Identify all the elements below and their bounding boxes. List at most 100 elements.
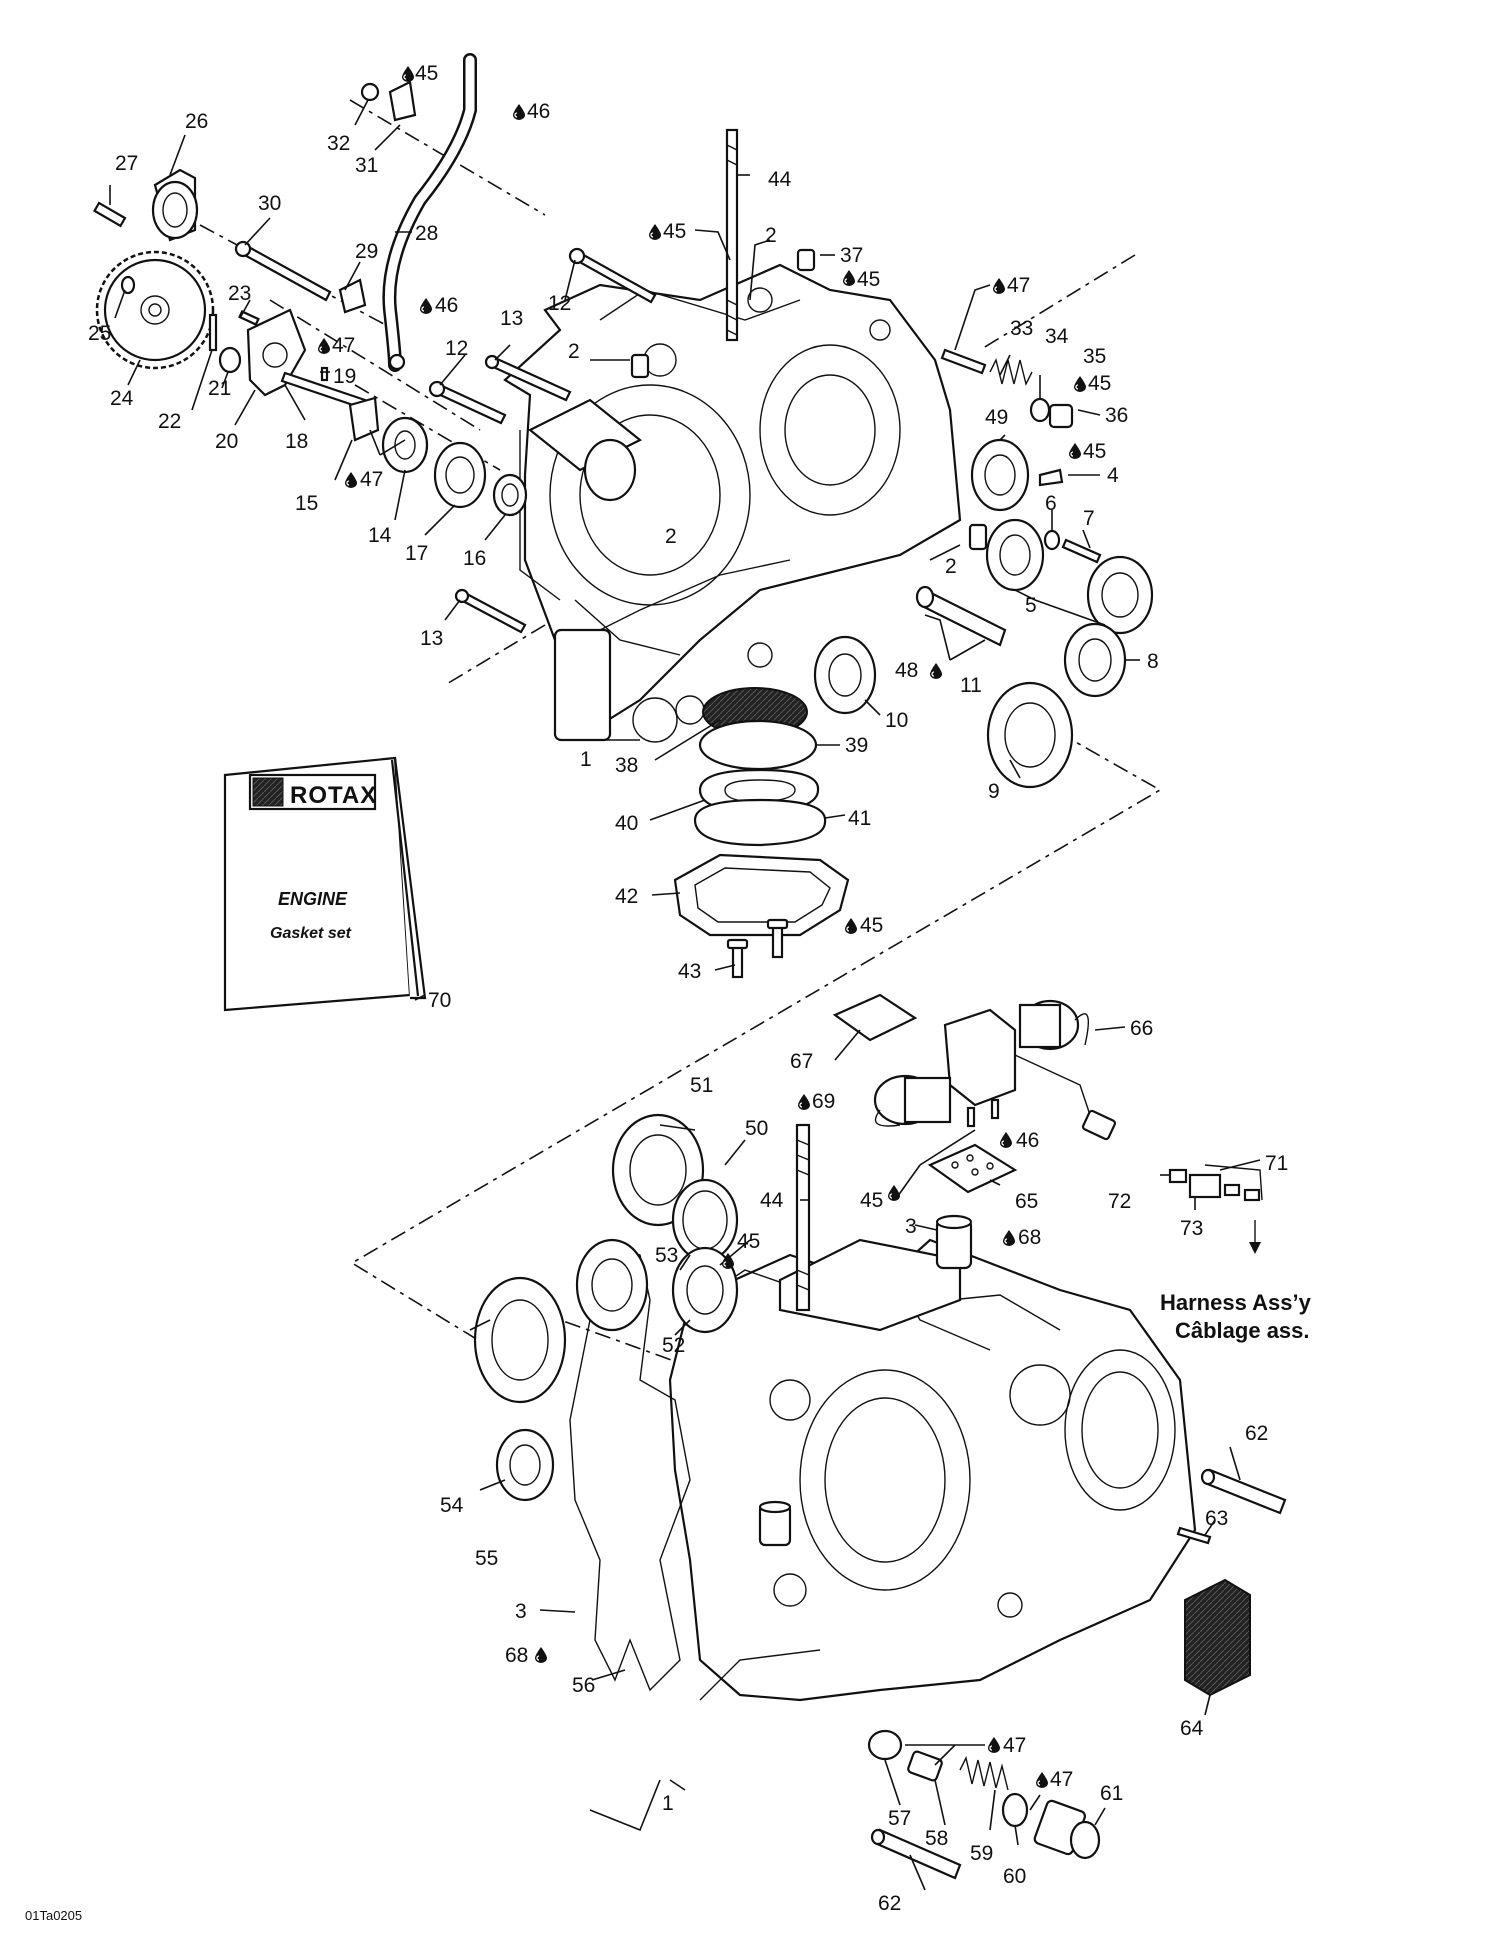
label-20: 20 — [215, 430, 238, 453]
screen-and-cover — [673, 687, 850, 979]
drop-icon — [930, 663, 942, 679]
label-3: 3 — [515, 1600, 527, 1623]
label-62: 62 — [878, 1892, 901, 1915]
plate-65 — [927, 1143, 1018, 1194]
gasket-set-booklet: ROTAX ENGINE Gasket set — [223, 756, 427, 1012]
label-16: 16 — [463, 547, 486, 570]
drop-icon — [649, 224, 661, 240]
label-70: 70 — [428, 989, 451, 1012]
drop-icon — [1000, 1132, 1012, 1148]
label-2: 2 — [665, 525, 677, 548]
label-1: 1 — [662, 1792, 674, 1815]
label-31: 31 — [355, 154, 378, 177]
label-48: 48 — [895, 659, 918, 682]
label-2: 2 — [765, 224, 777, 247]
drop-icon — [402, 66, 414, 82]
label-71: 71 — [1265, 1152, 1288, 1175]
label-58: 58 — [925, 1827, 948, 1850]
label-46: 46 — [435, 294, 458, 317]
label-59: 59 — [970, 1842, 993, 1865]
drop-icon — [843, 270, 855, 286]
label-12: 12 — [445, 337, 468, 360]
part-labels: 45 46 32 31 26 27 30 28 29 44 45 2 37 45… — [25, 62, 1312, 1923]
label-32: 32 — [327, 132, 350, 155]
label-19: 19 — [333, 365, 356, 388]
drop-icon — [345, 472, 357, 488]
label-4: 4 — [1107, 464, 1119, 487]
label-18: 18 — [285, 430, 308, 453]
label-26: 26 — [185, 110, 208, 133]
label-61: 61 — [1100, 1782, 1123, 1805]
label-8: 8 — [1147, 650, 1159, 673]
drop-icon — [1069, 443, 1081, 459]
label-62: 62 — [1245, 1422, 1268, 1445]
stud-44-upper — [725, 128, 739, 342]
harness-line-2: Câblage ass. — [1175, 1318, 1310, 1343]
cover-42 — [673, 853, 850, 937]
drop-icon — [845, 918, 857, 934]
drop-icon — [988, 1737, 1000, 1753]
label-10: 10 — [885, 709, 908, 732]
label-2: 2 — [945, 555, 957, 578]
drop-icon — [993, 278, 1005, 294]
label-63: 63 — [1205, 1507, 1228, 1530]
label-54: 54 — [440, 1494, 464, 1517]
label-47: 47 — [360, 468, 383, 491]
gasket-41 — [693, 798, 827, 847]
label-21: 21 — [208, 377, 231, 400]
drop-icon — [798, 1094, 810, 1110]
label-45: 45 — [1088, 372, 1111, 395]
label-68: 68 — [505, 1644, 528, 1667]
label-35: 35 — [1083, 345, 1106, 368]
label-53: 53 — [655, 1244, 678, 1267]
label-47: 47 — [1007, 274, 1030, 297]
label-47: 47 — [1050, 1768, 1073, 1791]
label-45: 45 — [860, 1189, 883, 1212]
drop-icon — [888, 1185, 900, 1201]
label-69: 69 — [812, 1090, 835, 1113]
label-64: 64 — [1180, 1717, 1204, 1740]
label-40: 40 — [615, 812, 638, 835]
label-45: 45 — [415, 62, 438, 85]
crankcase-lower — [668, 1238, 1197, 1702]
label-33: 33 — [1010, 317, 1033, 340]
booklet-subtitle: Gasket set — [270, 925, 352, 942]
drop-icon — [420, 298, 432, 314]
label-46: 46 — [1016, 1129, 1039, 1152]
label-3: 3 — [905, 1215, 917, 1238]
drop-icon — [318, 338, 330, 354]
label-22: 22 — [158, 410, 181, 433]
label-17: 17 — [405, 542, 428, 565]
drop-icon — [1036, 1772, 1048, 1788]
label-44: 44 — [768, 168, 792, 191]
label-27: 27 — [115, 152, 138, 175]
label-37: 37 — [840, 244, 863, 267]
label-9: 9 — [988, 780, 1000, 803]
diagram-code: 01Ta0205 — [25, 1908, 82, 1923]
label-67: 67 — [790, 1050, 813, 1073]
label-11: 11 — [960, 674, 982, 697]
label-6: 6 — [1045, 492, 1057, 515]
drop-icon — [1003, 1230, 1015, 1246]
label-13: 13 — [420, 627, 443, 650]
label-55: 55 — [475, 1547, 498, 1570]
label-45: 45 — [663, 220, 686, 243]
label-30: 30 — [258, 192, 281, 215]
label-68: 68 — [1018, 1226, 1041, 1249]
label-34: 34 — [1045, 325, 1069, 348]
solenoid-66 — [873, 999, 1117, 1141]
gasket-56 — [569, 1244, 691, 1692]
harness-line-1: Harness Ass’y — [1160, 1290, 1312, 1315]
label-36: 36 — [1105, 404, 1128, 427]
label-52: 52 — [662, 1334, 685, 1357]
label-14: 14 — [368, 524, 392, 547]
label-13: 13 — [500, 307, 523, 330]
plate-67 — [832, 993, 918, 1042]
label-39: 39 — [845, 734, 868, 757]
label-1: 1 — [580, 748, 592, 771]
label-72: 72 — [1108, 1190, 1131, 1213]
label-28: 28 — [415, 222, 438, 245]
label-65: 65 — [1015, 1190, 1038, 1213]
label-45: 45 — [737, 1230, 760, 1253]
drop-icon — [535, 1647, 547, 1663]
